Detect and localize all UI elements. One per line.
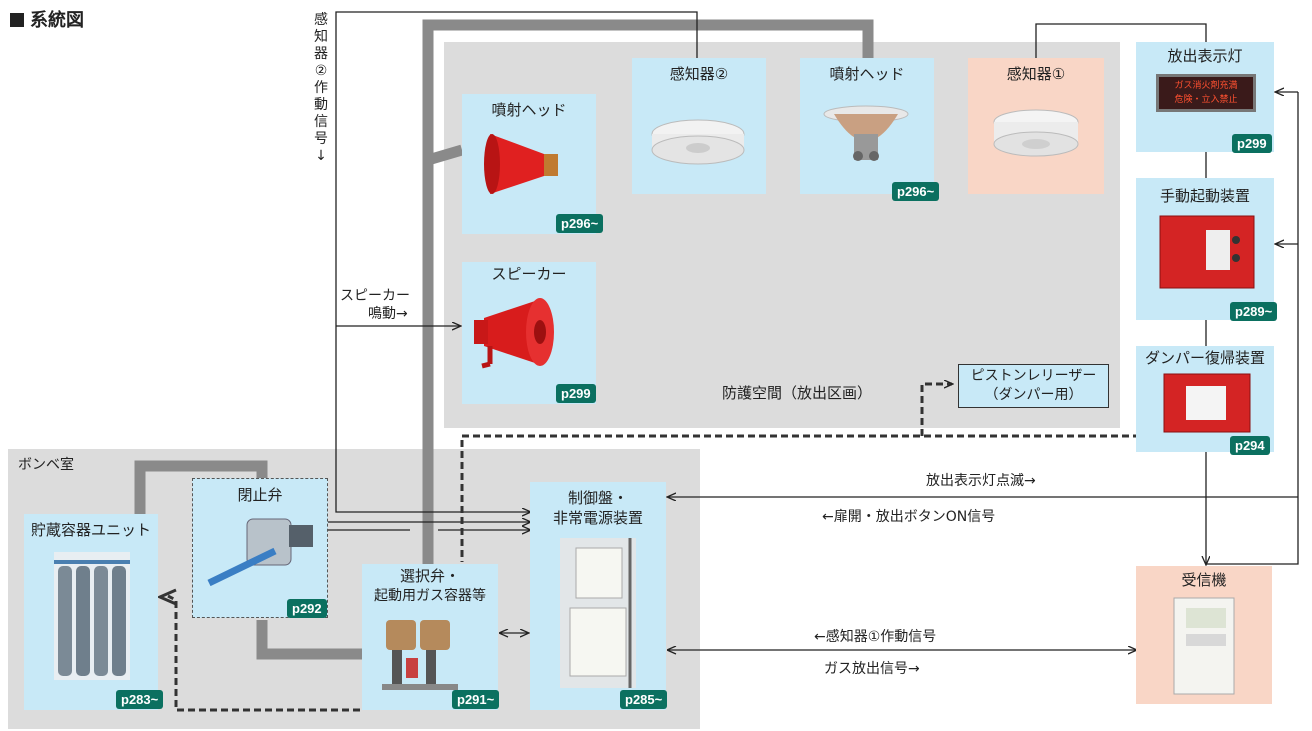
detector1-label: 感知器① (1006, 65, 1066, 83)
selector-page-tag[interactable]: p291~ (452, 690, 500, 709)
manual-label: 手動起動装置 (1159, 187, 1250, 205)
damper-reset-page-tag[interactable]: p294 (1230, 436, 1270, 455)
selector-line1: 選択弁・ (399, 567, 460, 585)
speaker[interactable]: スピーカー p299 (462, 262, 596, 404)
storage-container-unit[interactable]: 貯蔵容器ユニット p283~ (24, 514, 164, 710)
nozzle-head-top[interactable]: 噴射ヘッド p296~ (800, 58, 940, 201)
control-page-tag[interactable]: p285~ (620, 690, 668, 709)
stop-valve-label: 閉止弁 (237, 486, 283, 504)
indicator-page-tag[interactable]: p299 (1232, 134, 1272, 153)
piston-releaser[interactable]: ピストンレリーザー （ダンパー用） (958, 364, 1109, 408)
piston-line2: （ダンパー用） (984, 387, 1083, 403)
control-line1: 制御盤・ (567, 489, 628, 507)
selector-valve-starter[interactable]: 選択弁・ 起動用ガス容器等 p291~ (362, 564, 500, 710)
receiver-unit-icon (1173, 597, 1235, 695)
manual-page-tag[interactable]: p289~ (1230, 302, 1278, 321)
valve-icon (207, 518, 313, 587)
horn-nozzle-icon (484, 134, 558, 194)
control-line2: 非常電源装置 (552, 509, 643, 527)
sign-line1: ガス消火剤充満 (1174, 81, 1238, 91)
stop-valve-page-tag[interactable]: p292 (287, 599, 327, 618)
diagram-title: 系統図 (10, 6, 84, 32)
storage-label: 貯蔵容器ユニット (30, 521, 151, 539)
manual-start-device[interactable]: 手動起動装置 p289~ (1136, 178, 1278, 321)
horn-speaker-icon (474, 298, 554, 369)
detector-1[interactable]: 感知器① (968, 58, 1104, 194)
title-bullet-icon (10, 13, 24, 27)
nozzle-left-label: 噴射ヘッド (491, 101, 567, 119)
pipe-valve-to-selector (256, 620, 362, 660)
control-panel-power[interactable]: 制御盤・ 非常電源装置 p285~ (530, 482, 668, 710)
detector2-label: 感知器② (669, 65, 729, 83)
nozzle-left-page-tag[interactable]: p296~ (556, 214, 604, 233)
nozzle-head-left[interactable]: 噴射ヘッド p296~ (462, 94, 604, 234)
speaker-label: スピーカー (491, 265, 567, 283)
receiver-panel[interactable]: 受信機 (1136, 566, 1272, 704)
heat-detector-icon (651, 119, 745, 165)
release-indicator-lamp[interactable]: 放出表示灯 ガス消火剤充満 危険・立入禁止 p299 (1136, 42, 1274, 153)
gas-cylinders-icon (54, 552, 130, 680)
cylinder-room-label: ボンベ室 (18, 457, 74, 473)
detector-2[interactable]: 感知器② (632, 58, 766, 194)
speaker-signal-line1: スピーカー (340, 288, 410, 304)
protected-space-label: 防護空間（放出区画） (722, 384, 873, 402)
manual-start-panel-icon (1159, 215, 1255, 289)
door-button-signal: ←扉開・放出ボタンON信号 (822, 509, 996, 525)
control-cabinet-icon (560, 538, 636, 688)
pipe-branch-left-nozzle (426, 144, 464, 166)
smoke-detector-icon (993, 109, 1079, 157)
damper-reset-device[interactable]: ダンパー復帰装置 p294 (1136, 346, 1274, 455)
gas-release-signal: ガス放出信号→ (824, 661, 920, 677)
indicator-label: 放出表示灯 (1167, 47, 1243, 65)
damper-reset-panel-icon (1163, 373, 1251, 433)
storage-page-tag[interactable]: p283~ (116, 690, 164, 709)
stop-valve[interactable]: 閉止弁 p292 (192, 478, 328, 618)
nozzle-top-page-tag[interactable]: p296~ (892, 182, 940, 201)
speaker-signal-line2: 鳴動→ (368, 306, 408, 322)
damper-reset-label: ダンパー復帰装置 (1144, 349, 1265, 367)
piston-line1: ピストンレリーザー (970, 368, 1097, 384)
ceiling-nozzle-icon (823, 105, 909, 161)
indicator-sign: ガス消火剤充満 危険・立入禁止 (1156, 74, 1256, 112)
selector-valve-icon (382, 620, 458, 690)
pipe-storage-to-valve (134, 460, 268, 514)
detector1-signal: ←感知器①作動信号 (814, 629, 937, 645)
nozzle-top-label: 噴射ヘッド (829, 65, 905, 83)
speaker-page-tag[interactable]: p299 (556, 384, 596, 403)
dashed-arrowhead (156, 588, 177, 606)
indicator-flash-signal: 放出表示灯点滅→ (926, 473, 1036, 489)
title-text: 系統図 (30, 10, 84, 31)
sign-line2: 危険・立入禁止 (1174, 95, 1238, 105)
receiver-label: 受信機 (1181, 571, 1227, 589)
selector-line2: 起動用ガス容器等 (374, 588, 486, 604)
